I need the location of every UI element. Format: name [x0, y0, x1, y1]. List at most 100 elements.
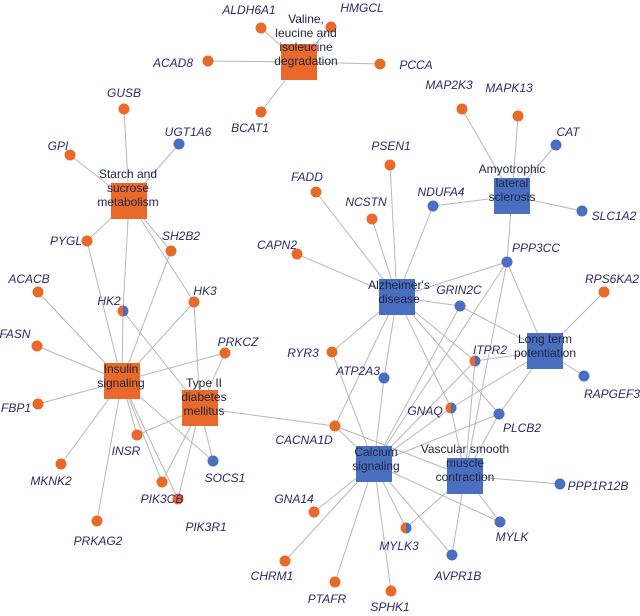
gene-node-PLCB2[interactable] — [493, 408, 505, 420]
gene-node-RAPGEF3[interactable] — [578, 370, 590, 382]
edge-starch-HK2 — [122, 200, 130, 312]
gene-node-PYGL[interactable] — [81, 235, 93, 247]
gene-label-PIK3R1: PIK3R1 — [185, 520, 226, 534]
gene-node-PTAFR[interactable] — [329, 576, 341, 588]
gene-node-SLC1A2[interactable] — [576, 205, 588, 217]
gene-node-GPI[interactable] — [64, 149, 76, 161]
gene-label-PRKAG2: PRKAG2 — [74, 534, 123, 548]
gene-label-CAPN2: CAPN2 — [257, 238, 297, 252]
gene-node-PRKAG2[interactable] — [91, 515, 103, 527]
gene-node-MYLK3[interactable] — [400, 522, 412, 534]
gene-label-RPS6KA2: RPS6KA2 — [585, 272, 639, 286]
gene-label-ALDH6A1: ALDH6A1 — [221, 3, 275, 17]
gene-node-RPS6KA2[interactable] — [598, 286, 610, 298]
gene-node-MYLK[interactable] — [494, 516, 506, 528]
gene-node-ITPR2[interactable] — [469, 355, 481, 367]
gene-label-GNAQ: GNAQ — [407, 404, 442, 418]
gene-node-AVPR1B[interactable] — [446, 549, 458, 561]
gene-node-GNAQ[interactable] — [445, 402, 457, 414]
pathway-node-alzheimer[interactable] — [379, 279, 415, 315]
gene-node-PIK3R1[interactable] — [172, 493, 184, 505]
gene-node-HMGCL[interactable] — [325, 21, 337, 33]
pathway-node-ltp[interactable] — [527, 333, 563, 369]
gene-label-PPP1R12B: PPP1R12B — [568, 479, 629, 493]
gene-node-FADD[interactable] — [310, 186, 322, 198]
gene-node-PPP3CC[interactable] — [501, 256, 513, 268]
gene-node-MKNK2[interactable] — [55, 458, 67, 470]
edge-vsmc-CACNA1D — [334, 425, 466, 477]
gene-label-HK2: HK2 — [97, 294, 121, 308]
gene-node-NCSTN[interactable] — [366, 213, 378, 225]
gene-node-ALDH6A1[interactable] — [255, 22, 267, 34]
gene-node-HK3[interactable] — [188, 296, 200, 308]
gene-node-MAPK13[interactable] — [512, 110, 524, 122]
gene-node-FASN[interactable] — [31, 340, 43, 352]
pathway-node-vsmc[interactable] — [447, 458, 483, 494]
gene-label-HMGCL: HMGCL — [340, 1, 383, 15]
gene-label-SPHK1: SPHK1 — [370, 600, 409, 614]
edge-vsmc-ITPR2 — [464, 360, 476, 477]
gene-node-UGT1A6[interactable] — [173, 138, 185, 150]
gene-label-AVPR1B: AVPR1B — [434, 569, 482, 583]
gene-node-MAP2K3[interactable] — [456, 103, 468, 115]
gene-label-ATP2A3: ATP2A3 — [335, 364, 380, 378]
gene-label-NCSTN: NCSTN — [345, 195, 387, 209]
pathway-node-insulin[interactable] — [104, 363, 140, 399]
gene-label-SH2B2: SH2B2 — [162, 229, 200, 243]
gene-label-SLC1A2: SLC1A2 — [592, 209, 637, 223]
gene-label-RYR3: RYR3 — [287, 346, 319, 360]
pathway-node-t2d[interactable] — [182, 390, 218, 426]
gene-node-PPP1R12B[interactable] — [554, 478, 566, 490]
edge-calcium-SPHK1 — [373, 463, 392, 592]
pathway-node-calcium[interactable] — [356, 446, 392, 482]
gene-label-GNA14: GNA14 — [274, 492, 314, 506]
gene-label-RAPGEF3: RAPGEF3 — [584, 387, 640, 401]
gene-label-MYLK: MYLK — [496, 530, 530, 544]
gene-node-SH2B2[interactable] — [165, 245, 177, 257]
pathway-node-als[interactable] — [494, 178, 530, 214]
gene-node-HK2[interactable] — [117, 305, 129, 317]
edge-vsmc-PPP3CC — [464, 261, 508, 477]
gene-node-INSR[interactable] — [131, 429, 143, 441]
gene-label-GPI: GPI — [48, 139, 69, 153]
gene-node-ACAD8[interactable] — [202, 55, 214, 67]
gene-node-PSEN1[interactable] — [384, 159, 396, 171]
gene-node-RYR3[interactable] — [326, 346, 338, 358]
gene-label-PCCA: PCCA — [399, 58, 432, 72]
pathway-node-valine[interactable] — [281, 44, 317, 80]
edge-calcium-RYR3 — [331, 351, 375, 465]
pathway-node-starch[interactable] — [111, 183, 147, 219]
gene-node-GRIN2C[interactable] — [454, 300, 466, 312]
gene-label-PPP3CC: PPP3CC — [512, 241, 560, 255]
gene-node-BCAT1[interactable] — [255, 106, 267, 118]
gene-node-PCCA[interactable] — [374, 58, 386, 70]
gene-node-NDUFA4[interactable] — [427, 200, 439, 212]
gene-node-FBP1[interactable] — [32, 398, 44, 410]
gene-node-SPHK1[interactable] — [385, 585, 397, 597]
gene-node-GUSB[interactable] — [118, 103, 130, 115]
gene-node-ATP2A3[interactable] — [378, 372, 390, 384]
gene-node-PIK3CB[interactable] — [156, 476, 168, 488]
gene-node-SOCS1[interactable] — [207, 455, 219, 467]
gene-label-PSEN1: PSEN1 — [371, 139, 410, 153]
gene-node-CACNA1D[interactable] — [329, 420, 341, 432]
gene-node-CAPN2[interactable] — [291, 248, 303, 260]
gene-node-GNA14[interactable] — [308, 506, 320, 518]
edge-calcium-GRIN2C — [373, 305, 461, 465]
gene-node-CAT[interactable] — [550, 139, 562, 151]
gene-node-PRKCZ[interactable] — [219, 347, 231, 359]
gene-label-CACNA1D: CACNA1D — [275, 433, 333, 447]
gene-label-MAP2K3: MAP2K3 — [425, 78, 473, 92]
edge-calcium-PTAFR — [334, 463, 375, 583]
edge-insulin-SH2B2 — [121, 250, 172, 382]
gene-node-CHRM1[interactable] — [279, 555, 291, 567]
gene-label-GRIN2C: GRIN2C — [436, 283, 482, 297]
gene-label-ACACB: ACACB — [7, 272, 49, 286]
gene-node-ACACB[interactable] — [32, 286, 44, 298]
